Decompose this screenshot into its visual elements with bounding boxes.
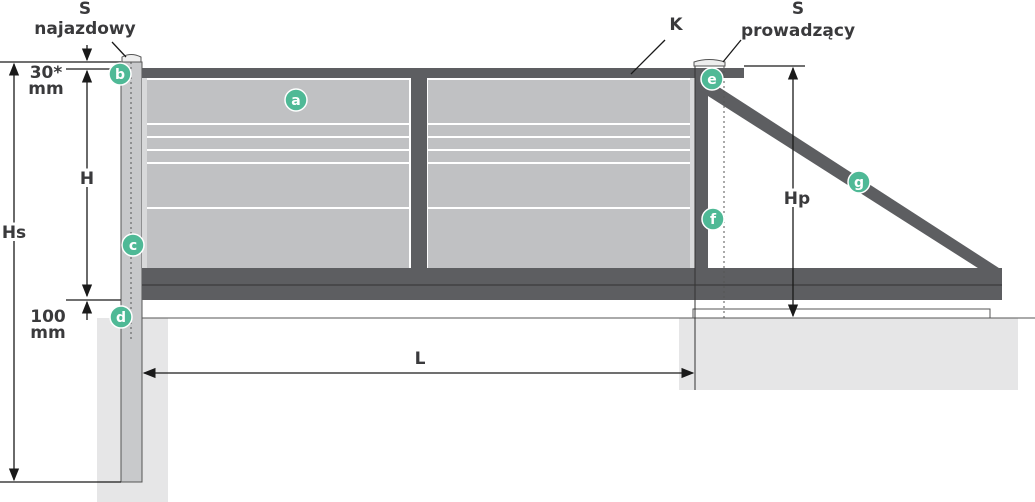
badge-c: c	[121, 233, 145, 257]
bottom-beam	[142, 268, 1002, 300]
top-offset-label: 30*	[30, 63, 63, 83]
middle-post	[411, 78, 427, 268]
s-left-sublabel: najazdowy	[34, 19, 135, 39]
s-left-label: S	[79, 0, 91, 19]
l-label: L	[415, 349, 426, 369]
k-label: K	[669, 15, 683, 35]
dimension-lines	[0, 39, 805, 483]
svg-text:a: a	[291, 93, 300, 109]
badge-f: f	[701, 207, 725, 231]
ground-right	[679, 318, 1018, 390]
left-cap	[121, 54, 142, 63]
badge-e: e	[700, 67, 724, 91]
s-right-label: S	[792, 0, 804, 19]
hp-label: Hp	[784, 189, 810, 209]
svg-text:e: e	[707, 72, 717, 88]
h-label: H	[80, 169, 94, 189]
badge-g: g	[847, 170, 871, 194]
s-right-sublabel: prowadzący	[741, 21, 855, 41]
base-plate	[692, 308, 991, 319]
badge-d: d	[109, 305, 133, 329]
panel-edge-right	[690, 78, 695, 268]
badge-a: a	[284, 88, 308, 112]
hs-label: Hs	[2, 223, 26, 243]
svg-text:g: g	[854, 175, 864, 191]
top-rail	[142, 68, 744, 78]
bottom-offset-label: 100	[30, 307, 66, 327]
svg-text:d: d	[116, 310, 126, 326]
panel-left	[147, 80, 409, 268]
right-cap	[693, 59, 726, 67]
svg-text:c: c	[129, 238, 137, 254]
svg-text:f: f	[710, 212, 717, 228]
tail-post	[695, 78, 708, 270]
panel-edge-left	[142, 78, 147, 268]
top-offset-unit: mm	[28, 79, 63, 99]
svg-text:b: b	[115, 67, 125, 83]
bottom-offset-unit: mm	[30, 323, 65, 343]
panel-right	[428, 80, 690, 268]
badge-b: b	[108, 62, 132, 86]
